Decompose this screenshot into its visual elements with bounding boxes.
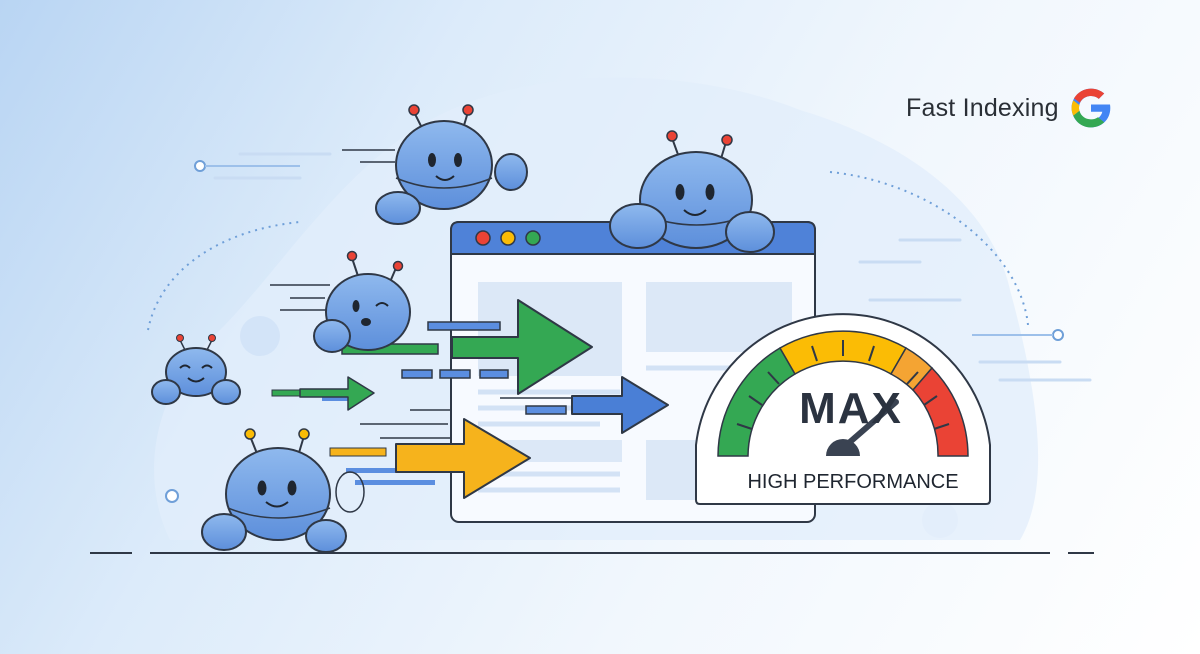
green-arrow bbox=[451, 299, 593, 395]
gauge-ticks bbox=[736, 340, 950, 430]
background-bubble bbox=[922, 502, 958, 538]
green-small-arrow bbox=[299, 376, 375, 411]
connector-node bbox=[194, 160, 300, 172]
browser-close-dot bbox=[475, 230, 491, 246]
gauge-caption: HIGH PERFORMANCE bbox=[747, 471, 959, 493]
gauge-max-label: MAX bbox=[799, 384, 903, 433]
connector-node bbox=[972, 329, 1064, 341]
connector-node bbox=[165, 489, 179, 503]
robot-crawler-icon bbox=[151, 334, 241, 405]
background-bubble bbox=[240, 316, 280, 356]
browser-maximize-dot bbox=[525, 230, 541, 246]
speed-gauge bbox=[695, 313, 991, 505]
decor-lines bbox=[213, 152, 1092, 382]
robot-crawler-icon bbox=[609, 130, 775, 253]
robot-crawler-icon bbox=[375, 104, 528, 225]
google-g-icon bbox=[1071, 88, 1111, 128]
robot-crawler-icon bbox=[201, 428, 365, 553]
robot-crawler-icon bbox=[313, 250, 411, 353]
speed-lines bbox=[270, 149, 575, 485]
browser-minimize-dot bbox=[500, 230, 516, 246]
dotted-arc bbox=[147, 221, 301, 331]
brand-title: Fast Indexing bbox=[906, 93, 1059, 122]
dotted-arc bbox=[829, 171, 1029, 326]
gauge-hub bbox=[826, 439, 860, 456]
blue-arrow bbox=[571, 376, 669, 434]
brand-header: Fast Indexing bbox=[906, 86, 1115, 130]
gauge-needle bbox=[840, 399, 899, 451]
yellow-arrow bbox=[395, 418, 531, 499]
